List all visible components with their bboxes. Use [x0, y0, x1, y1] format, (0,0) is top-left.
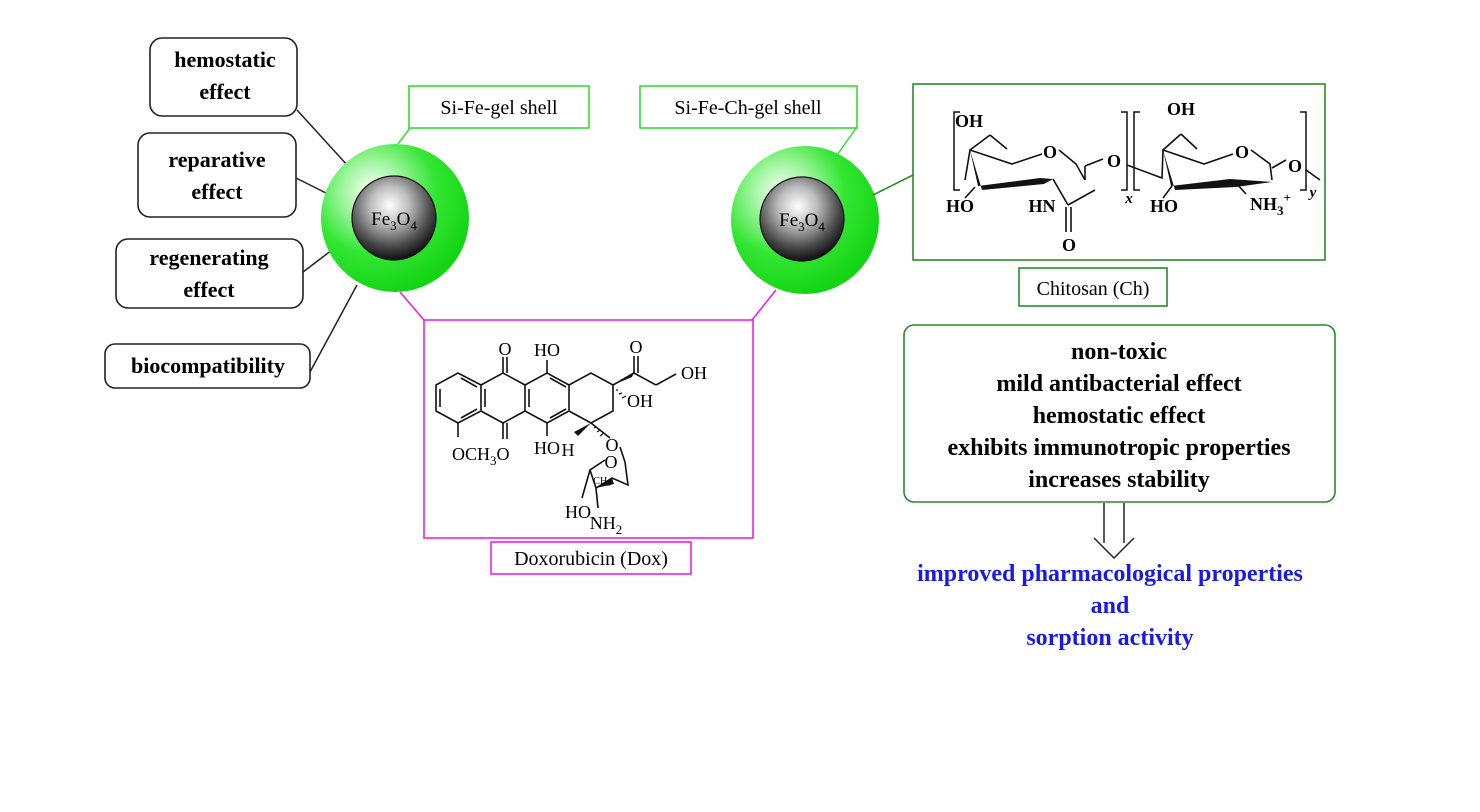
chitosan-bonds — [964, 133, 1321, 232]
wedge-bond — [970, 150, 1053, 190]
core-label: Fe3O4 — [779, 210, 825, 234]
effect-label-line2: effect — [183, 277, 235, 302]
atom-label: OCH3O — [452, 444, 510, 468]
atom-label: OH — [627, 391, 653, 411]
core-sphere — [759, 176, 845, 262]
effect-box-regenerating: regenerating effect — [115, 238, 304, 309]
atom-label: HO — [565, 502, 591, 522]
hash-bond — [593, 389, 627, 437]
atom-label: HO — [946, 196, 974, 216]
chitosan-atoms: OH O O HO HN O x OH O O HO NH3+ y — [946, 99, 1317, 255]
atom-label: O — [1043, 142, 1057, 162]
result-line: improved pharmacological properties — [917, 561, 1303, 587]
atom-label: NH2 — [590, 513, 623, 537]
core-sphere — [351, 175, 437, 261]
doxorubicin-caption-box: Doxorubicin (Dox) — [490, 541, 692, 575]
doxorubicin-bonds — [435, 356, 677, 509]
atom-label: O — [499, 339, 512, 359]
effect-label-line1: regenerating — [149, 245, 268, 270]
property-item: hemostatic effect — [1033, 403, 1206, 429]
dox-connector-left — [399, 291, 425, 321]
effect-label-line1: hemostatic — [174, 47, 276, 72]
atom-label: O — [1107, 151, 1121, 171]
nanoparticle-left: Fe3O4 — [321, 144, 469, 292]
doxorubicin-structure-box: O HO O OH OH OCH3O HO H O O CH3 HO NH2 — [423, 319, 754, 539]
shell-leader-right — [836, 126, 858, 156]
effect-box-hemostatic: hemostatic effect — [149, 37, 298, 117]
core-label: Fe3O4 — [371, 209, 417, 233]
chitosan-structure-box: OH O O HO HN O x OH O O HO NH3+ y — [912, 83, 1326, 261]
atom-label: OH — [955, 111, 983, 131]
atom-label: H — [562, 440, 575, 460]
doxorubicin-caption: Doxorubicin (Dox) — [514, 548, 668, 570]
doxorubicin-atoms: O HO O OH OH OCH3O HO H O O CH3 HO NH2 — [452, 337, 707, 537]
result-line: sorption activity — [1026, 625, 1193, 651]
nanoparticle-right: Fe3O4 — [731, 146, 879, 294]
shell-leader-left — [397, 127, 411, 145]
effect-label-line2: effect — [199, 79, 251, 104]
atom-label: CH3 — [593, 476, 611, 488]
shell-label: Si-Fe-Ch-gel shell — [674, 97, 822, 119]
atom-label: NH3+ — [1250, 190, 1291, 218]
wedge-bond — [574, 423, 591, 436]
shell-label: Si-Fe-gel shell — [440, 97, 558, 119]
wedge-bond — [596, 478, 614, 488]
atom-label: OH — [1167, 99, 1195, 119]
property-item: non-toxic — [1071, 339, 1167, 365]
result-arrow-icon — [1093, 503, 1135, 560]
effect-box-reparative: reparative effect — [137, 132, 297, 218]
atom-label: HO — [534, 438, 560, 458]
property-item: increases stability — [1028, 467, 1210, 493]
atom-label: HN — [1029, 196, 1056, 216]
atom-label: O — [1288, 156, 1302, 176]
atom-label: y — [1308, 185, 1317, 201]
atom-label: O — [1235, 142, 1249, 162]
property-item: mild antibacterial effect — [996, 371, 1241, 397]
effect-label: biocompatibility — [131, 353, 285, 378]
wedge-bond — [613, 372, 634, 385]
atom-label: O — [630, 337, 643, 357]
shell-label-box-left: Si-Fe-gel shell — [408, 85, 590, 129]
wedge-bond — [1163, 150, 1272, 190]
polymer-brackets — [953, 111, 1307, 191]
atom-label: HO — [534, 340, 560, 360]
effect-connectors — [295, 109, 358, 373]
effect-label-line1: reparative — [168, 147, 266, 172]
atom-label: O — [1062, 235, 1076, 255]
atom-label: x — [1124, 191, 1133, 207]
atom-label: HO — [1150, 196, 1178, 216]
chitosan-properties-box: non-toxic mild antibacterial effect hemo… — [903, 324, 1336, 503]
atom-label: OH — [681, 363, 707, 383]
atom-label: O — [606, 435, 619, 455]
result-text: improved pharmacological properties and … — [917, 561, 1303, 651]
dox-connector-right — [751, 289, 777, 321]
chitosan-caption: Chitosan (Ch) — [1037, 278, 1150, 300]
chitosan-connector — [872, 174, 914, 196]
result-line: and — [1091, 593, 1130, 619]
shell-label-box-right: Si-Fe-Ch-gel shell — [639, 85, 858, 129]
atom-label: O — [605, 452, 618, 472]
chitosan-caption-box: Chitosan (Ch) — [1018, 267, 1168, 307]
effect-label-line2: effect — [191, 179, 243, 204]
property-item: exhibits immunotropic properties — [947, 435, 1290, 461]
effect-box-biocompatibility: biocompatibility — [104, 343, 311, 389]
